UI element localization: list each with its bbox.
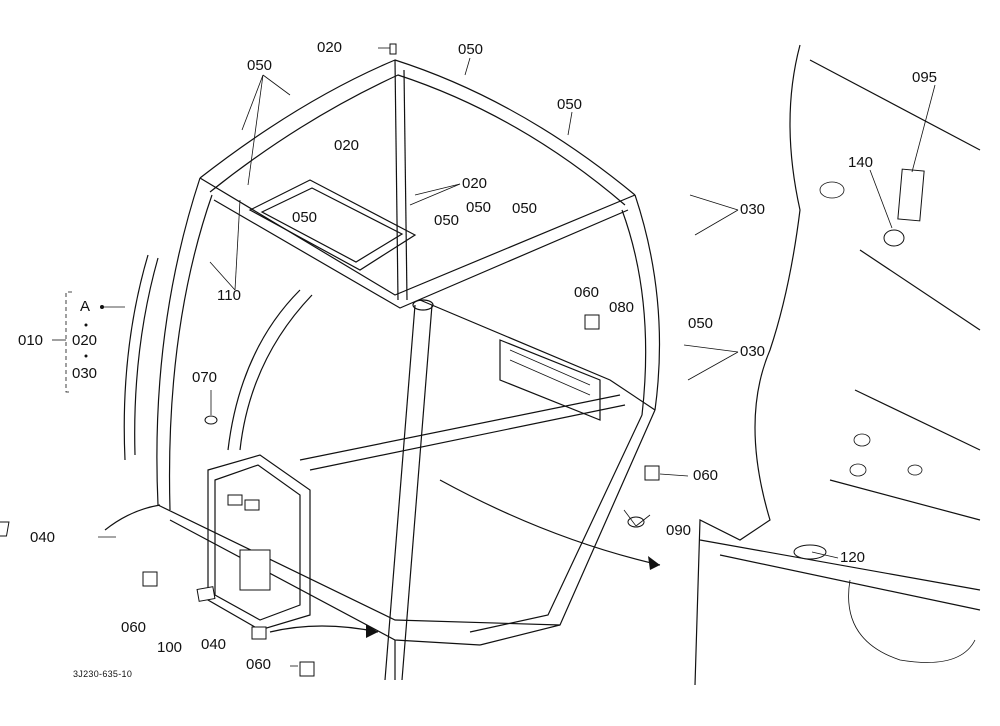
part-label-070: 070: [192, 369, 218, 386]
detail-view: [694, 44, 981, 686]
part-label-050: 050: [247, 57, 273, 74]
small-parts: [0, 43, 660, 677]
group-label-a: A: [80, 298, 91, 315]
part-label-020: 020: [462, 175, 488, 192]
cab-roof-frame: [199, 59, 636, 309]
part-label-030: 030: [740, 343, 766, 360]
group-label-020: 020: [72, 332, 98, 349]
part-label-040: 040: [201, 636, 227, 653]
detail-arrows: [104, 479, 661, 638]
part-label-060: 060: [693, 467, 719, 484]
part-label-095: 095: [912, 69, 938, 86]
part-label-110: 110: [217, 287, 241, 304]
part-label-100: 100: [157, 639, 183, 656]
part-label-050: 050: [557, 96, 583, 113]
part-label-090: 090: [666, 522, 692, 539]
leader-lines: [98, 47, 936, 667]
part-label-060: 060: [121, 619, 147, 636]
group-bracket: [52, 291, 125, 393]
cab-left-pillar: [123, 177, 213, 511]
part-label-010: 010: [18, 332, 44, 349]
part-label-020: 020: [317, 39, 343, 56]
group-label-030: 030: [72, 365, 98, 382]
cab-center-pillar: [384, 299, 434, 681]
part-label-120: 120: [840, 549, 866, 566]
drawing-number: 3J230-635-10: [73, 669, 133, 679]
part-label-050: 050: [458, 41, 484, 58]
part-label-060: 060: [246, 656, 272, 673]
part-label-050: 050: [466, 199, 492, 216]
part-label-140: 140: [848, 154, 874, 171]
part-label-060: 060: [574, 284, 600, 301]
part-label-080: 080: [609, 299, 635, 316]
part-label-050: 050: [292, 209, 318, 226]
part-label-050: 050: [434, 212, 460, 229]
control-panel-box: [207, 454, 311, 631]
part-label-020: 020: [334, 137, 360, 154]
part-label-050: 050: [688, 315, 714, 332]
part-label-040: 040: [30, 529, 56, 546]
part-label-050: 050: [512, 200, 538, 217]
part-label-030: 030: [740, 201, 766, 218]
